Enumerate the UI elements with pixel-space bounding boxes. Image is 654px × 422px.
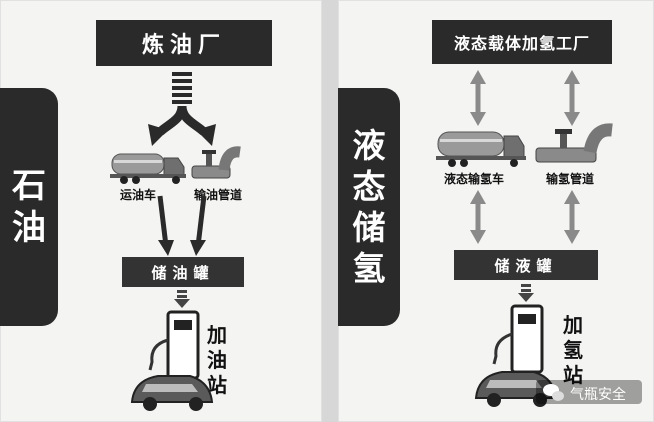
watermark: 气瓶安全 <box>570 387 626 403</box>
refinery-box: 炼油厂 <box>96 20 272 66</box>
liquid-hydrogen-truck-label: 液态输氢车 <box>444 172 505 186</box>
car-icon <box>130 375 214 411</box>
pipeline-tank-double-arrow <box>564 190 580 244</box>
truck-tank-double-arrow <box>470 190 486 244</box>
liquid-tank-to-pump-arrow <box>518 284 534 302</box>
factory-truck-double-arrow <box>470 70 486 126</box>
liquid-hydrogen-truck-icon <box>436 131 526 167</box>
liquid-tank-box: 储液罐 <box>454 250 598 280</box>
hydrogen-station-label: 加 氢 站 <box>563 313 583 387</box>
tank-to-pump-arrow <box>174 290 190 308</box>
gas-pump-icon <box>148 310 200 380</box>
hydrogenation-factory-box: 液态载体加氢工厂 <box>432 20 612 64</box>
oil-truck-label: 运油车 <box>120 188 157 202</box>
truck-to-tank-arrows <box>157 195 207 256</box>
petroleum-side-label: 石 油 <box>0 88 58 326</box>
refinery-split-arrow <box>148 72 216 146</box>
gas-station-label: 加 油 站 <box>207 323 227 397</box>
oil-tank-box: 储油罐 <box>122 257 244 287</box>
oil-pipeline-icon <box>191 146 241 179</box>
wechat-icon <box>543 384 564 401</box>
factory-pipeline-double-arrow <box>564 70 580 126</box>
hydrogen-pipeline-label: 输氢管道 <box>546 172 595 186</box>
hydrogen-side-label: 液 态 储 氢 <box>338 88 400 326</box>
hydrogen-pipeline-icon <box>535 123 613 163</box>
oil-truck-icon <box>110 153 186 184</box>
hydrogen-pump-icon <box>492 304 544 374</box>
hydrogen-car-icon <box>474 371 558 407</box>
panel-divider <box>322 0 338 422</box>
